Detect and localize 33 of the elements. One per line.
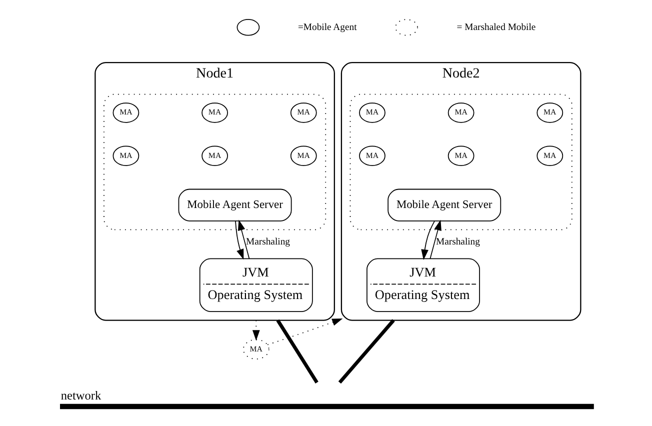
- node-ellipse: MA: [112, 102, 139, 123]
- arrow: [252, 320, 260, 341]
- arrow: [420, 220, 434, 260]
- node-box: Mobile Agent Server: [178, 188, 292, 222]
- node-ellipse: [236, 19, 260, 36]
- node-ellipse: MA: [201, 146, 228, 166]
- node-ellipse: MA: [536, 102, 563, 123]
- node-ellipse: MA: [447, 102, 474, 123]
- node-ellipse: MA: [536, 146, 563, 166]
- legend-label: =Mobile Agent: [297, 22, 356, 33]
- node-ellipse: [394, 19, 418, 36]
- legend-label: = Marshaled Mobile: [456, 22, 536, 33]
- node-label: network: [60, 388, 101, 403]
- node-ellipse: MA: [447, 146, 474, 166]
- node-box: JVM Operating System: [366, 258, 480, 312]
- node-ellipse: MA: [358, 146, 385, 166]
- edge-label: Marshaling: [436, 236, 480, 248]
- node-box: JVM Operating System: [198, 258, 312, 312]
- node-ellipse: MA: [290, 146, 316, 166]
- node-ellipse: MA: [242, 339, 269, 360]
- node-ellipse: MA: [112, 146, 139, 166]
- connector: [276, 319, 318, 384]
- node-ellipse: MA: [201, 102, 228, 123]
- arrow: [237, 220, 250, 260]
- node-bar: [60, 404, 594, 410]
- arrow: [266, 318, 342, 346]
- node-ellipse: MA: [290, 102, 316, 123]
- node-ellipse: MA: [358, 102, 385, 123]
- node-box: Mobile Agent Server: [387, 188, 501, 222]
- connector: [338, 319, 394, 384]
- arrow: [234, 220, 244, 260]
- edge-label: Marshaling: [246, 236, 290, 248]
- arrow: [429, 220, 441, 260]
